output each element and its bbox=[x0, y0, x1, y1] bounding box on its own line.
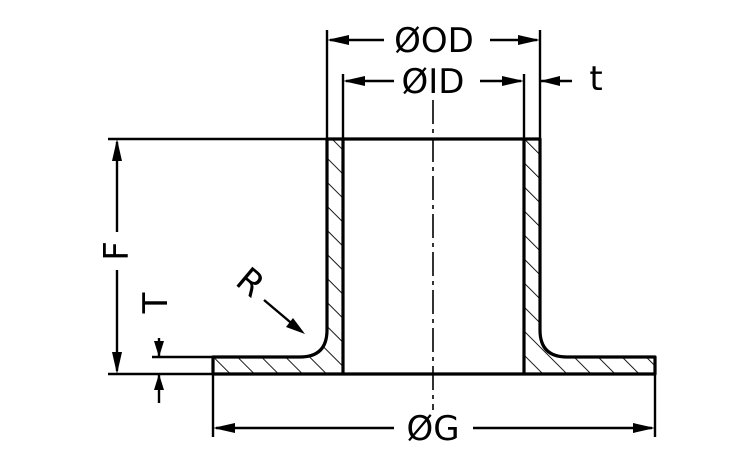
right-section-hatch bbox=[524, 139, 655, 374]
id-label: ØID bbox=[402, 62, 465, 102]
r-label: R bbox=[228, 260, 272, 306]
f-label-gap bbox=[105, 232, 129, 270]
id-arrow-right bbox=[502, 76, 524, 86]
f-arrow-top bbox=[112, 139, 122, 161]
od-arrow-right bbox=[518, 35, 540, 45]
t-label: t bbox=[589, 59, 602, 99]
r-arrow bbox=[286, 318, 305, 334]
od-label: ØOD bbox=[394, 21, 474, 61]
f-label: F bbox=[97, 241, 137, 261]
od-arrow-left bbox=[327, 35, 349, 45]
T-arrow-top bbox=[154, 341, 164, 357]
t-arrow bbox=[540, 76, 560, 86]
f-arrow-bottom bbox=[112, 352, 122, 374]
stub-outline bbox=[211, 137, 657, 376]
left-section-hatch bbox=[213, 139, 343, 374]
g-arrow-right bbox=[633, 423, 655, 433]
g-arrow-left bbox=[213, 423, 235, 433]
id-arrow-left bbox=[343, 76, 365, 86]
T-arrow-bottom bbox=[154, 374, 164, 390]
g-label: ØG bbox=[406, 409, 459, 449]
T-label: T bbox=[136, 292, 176, 314]
